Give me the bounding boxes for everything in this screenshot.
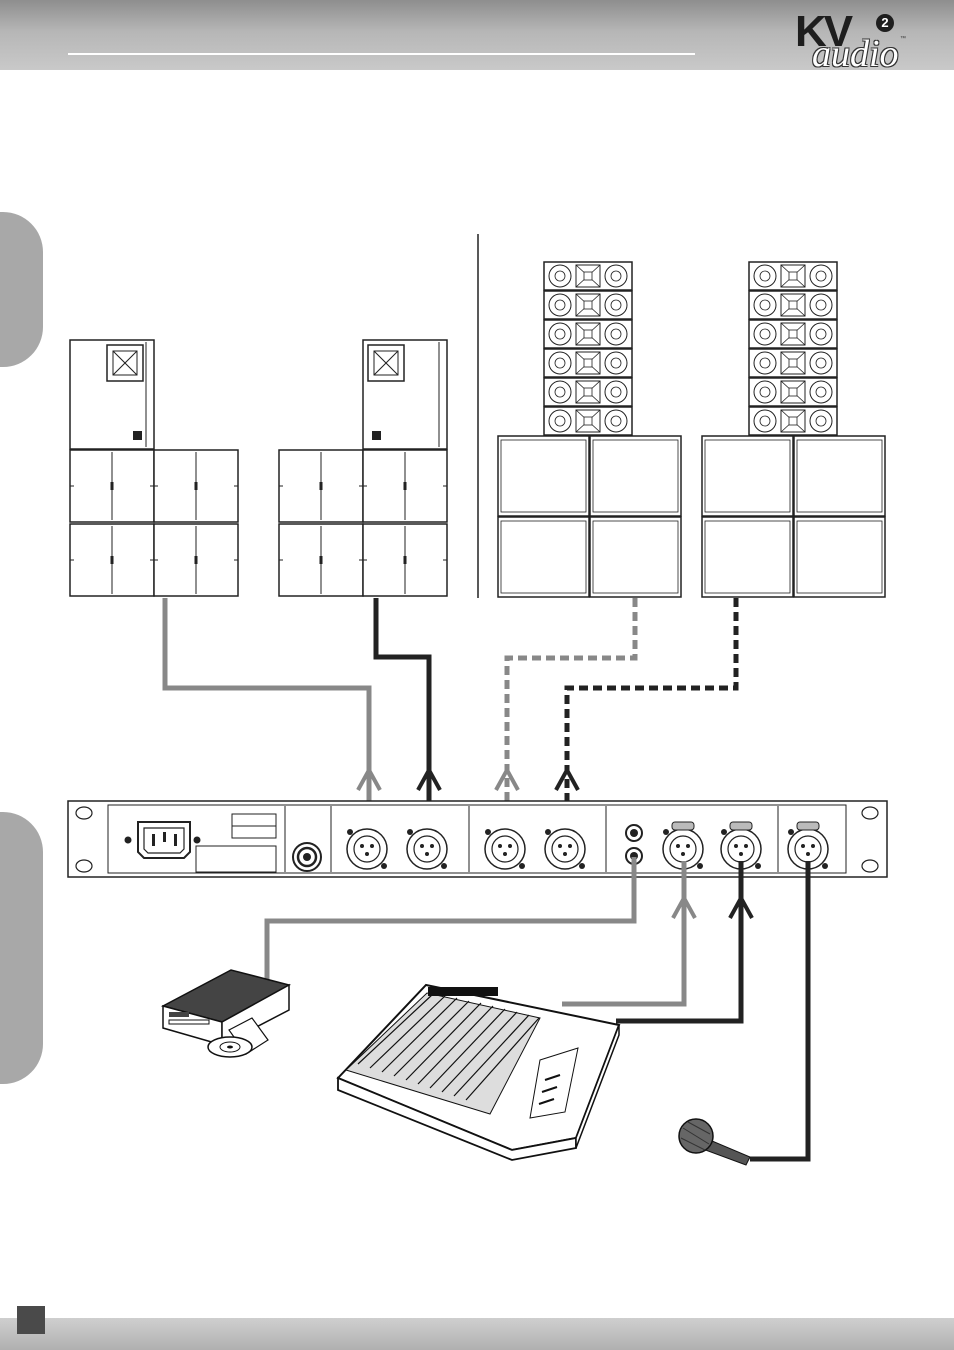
cable-mixer-1	[562, 861, 684, 1004]
xlr-output-4	[545, 829, 585, 869]
right-line-array-1	[498, 262, 681, 597]
cable-left-stack-1	[165, 598, 369, 832]
cd-player	[163, 970, 289, 1057]
cable-right-array-1	[507, 598, 635, 832]
mixing-console	[338, 985, 619, 1160]
microphone	[679, 1119, 750, 1165]
right-line-array-2	[702, 262, 885, 597]
cable-left-stack-2	[376, 598, 429, 832]
cable-microphone	[750, 861, 808, 1159]
label-plate	[196, 846, 276, 872]
xlr-output-2	[407, 829, 447, 869]
xlr-output-1	[347, 829, 387, 869]
footer-bar	[0, 1318, 954, 1350]
page-marker	[17, 1306, 45, 1334]
xlr-output-3	[485, 829, 525, 869]
quarter-inch-jack	[293, 843, 321, 871]
cable-right-array-2	[567, 598, 736, 832]
left-speaker-stack-1	[70, 340, 238, 596]
rack-processor	[68, 801, 887, 877]
left-speaker-stack-2	[279, 340, 447, 596]
